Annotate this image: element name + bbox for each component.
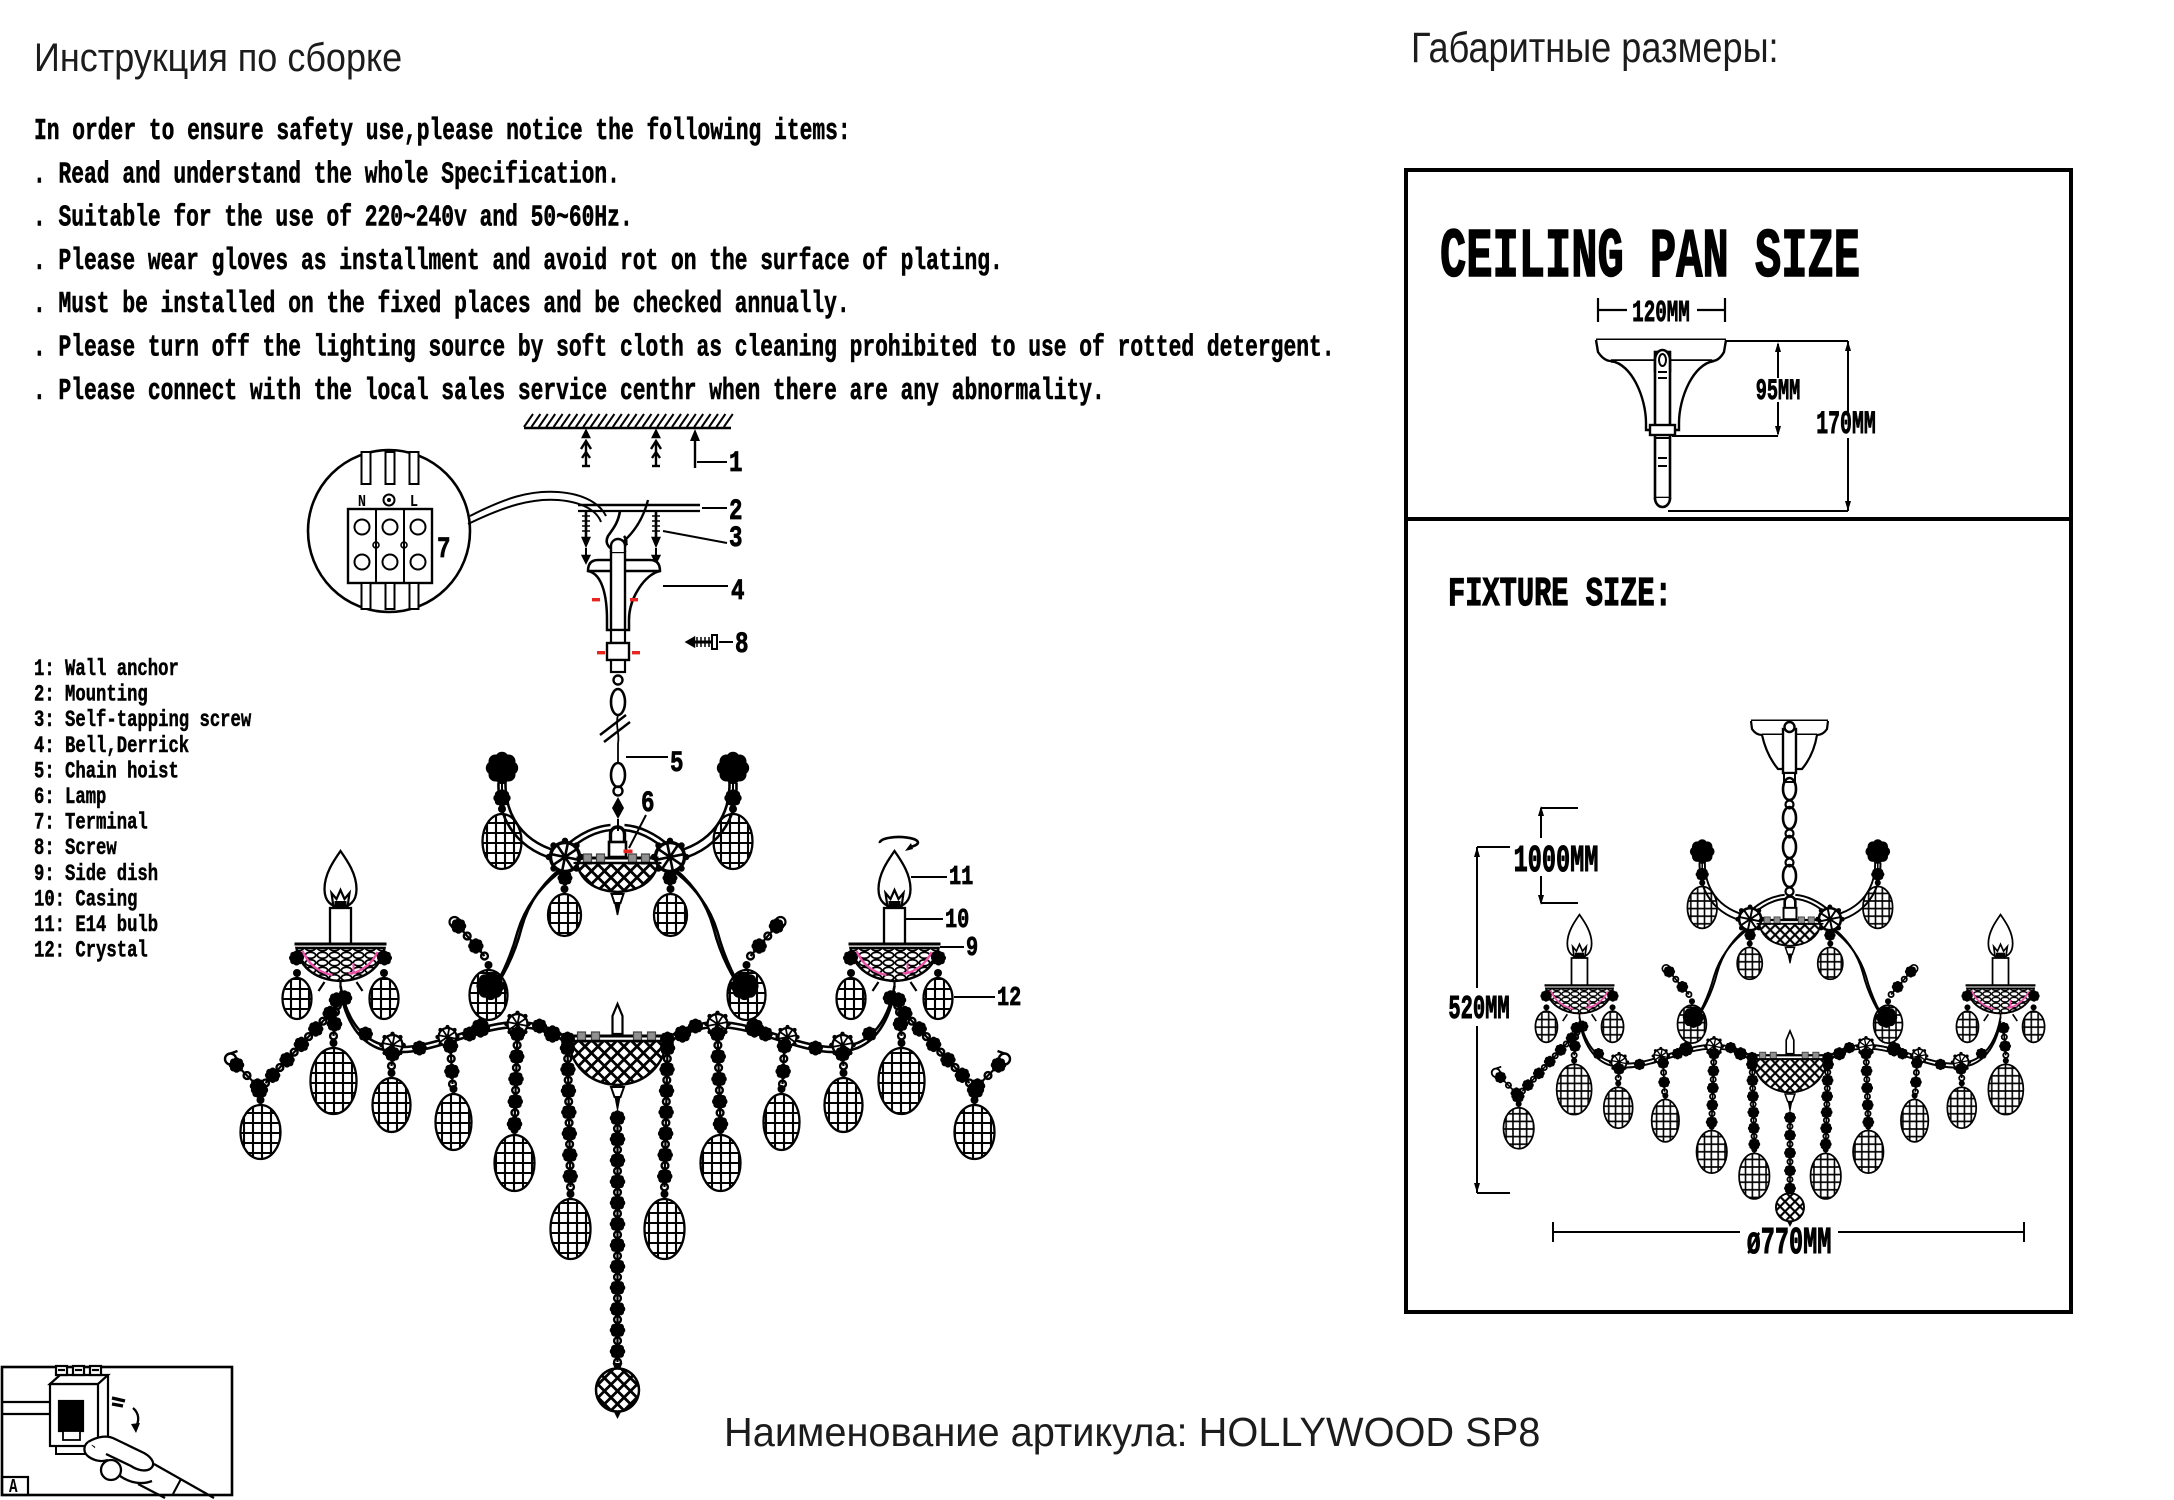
svg-text:4: 4 — [731, 574, 745, 608]
svg-text:2: Mounting: 2: Mounting — [34, 682, 148, 708]
svg-text:. Read and understand the whol: . Read and understand the whole Specific… — [33, 157, 620, 192]
svg-text:N: N — [358, 492, 366, 512]
svg-text:FIXTURE SIZE:: FIXTURE SIZE: — [1448, 571, 1672, 617]
svg-text:Инструкция по сборке: Инструкция по сборке — [34, 36, 402, 80]
svg-text:4: Bell,Derrick: 4: Bell,Derrick — [34, 734, 189, 760]
svg-text:Габаритные размеры:: Габаритные размеры: — [1411, 24, 1779, 72]
svg-text:. Must be installed on the fix: . Must be installed on the fixed places … — [33, 287, 850, 322]
svg-text:ø770MM: ø770MM — [1747, 1223, 1832, 1265]
svg-text:A: A — [9, 1477, 18, 1498]
svg-text:9: 9 — [966, 934, 978, 965]
svg-text:10: Casing: 10: Casing — [34, 887, 137, 913]
svg-text:CEILING PAN SIZE: CEILING PAN SIZE — [1440, 217, 1860, 297]
svg-text:In order to ensure safety use,: In order to ensure safety use,please not… — [34, 113, 851, 148]
svg-text:L: L — [410, 492, 418, 512]
svg-text:95MM: 95MM — [1756, 375, 1801, 409]
svg-text:8: Screw: 8: Screw — [34, 836, 117, 862]
svg-text:5: 5 — [670, 746, 683, 780]
svg-text:1: 1 — [729, 446, 742, 480]
svg-text:8: 8 — [735, 627, 748, 661]
svg-text:. Suitable for the use of 220~: . Suitable for the use of 220~240v and 5… — [33, 200, 633, 235]
svg-text:6: 6 — [641, 786, 654, 820]
svg-text:. Please connect with the loca: . Please connect with the local sales se… — [33, 373, 1105, 408]
svg-text:12: 12 — [997, 984, 1021, 1015]
svg-text:520MM: 520MM — [1448, 992, 1509, 1029]
svg-text:3: 3 — [729, 521, 742, 555]
svg-text:170MM: 170MM — [1816, 407, 1876, 443]
svg-text:11: E14 bulb: 11: E14 bulb — [34, 913, 158, 939]
svg-text:. Please wear gloves as instal: . Please wear gloves as installment and … — [33, 243, 1003, 278]
svg-text:12: Crystal: 12: Crystal — [34, 938, 148, 964]
svg-text:7: Terminal: 7: Terminal — [34, 810, 148, 836]
svg-text:7: 7 — [437, 532, 450, 566]
svg-text:10: 10 — [945, 906, 969, 937]
svg-text:9: Side dish: 9: Side dish — [34, 862, 158, 888]
svg-text:11: 11 — [949, 863, 973, 894]
svg-text:120MM: 120MM — [1632, 296, 1690, 331]
svg-text:Наименование артикула: HOLLYWO: Наименование артикула: HOLLYWOOD SP8 — [724, 1408, 1540, 1455]
svg-text:2: 2 — [729, 494, 742, 528]
svg-text:5: Chain hoist: 5: Chain hoist — [34, 759, 179, 785]
svg-text:. Please turn off the lighting: . Please turn off the lighting source by… — [33, 330, 1334, 365]
svg-text:1: Wall anchor: 1: Wall anchor — [34, 657, 179, 683]
svg-text:3: Self-tapping screw: 3: Self-tapping screw — [34, 708, 252, 734]
svg-text:1000MM: 1000MM — [1514, 841, 1599, 883]
svg-text:6: Lamp: 6: Lamp — [34, 785, 106, 811]
